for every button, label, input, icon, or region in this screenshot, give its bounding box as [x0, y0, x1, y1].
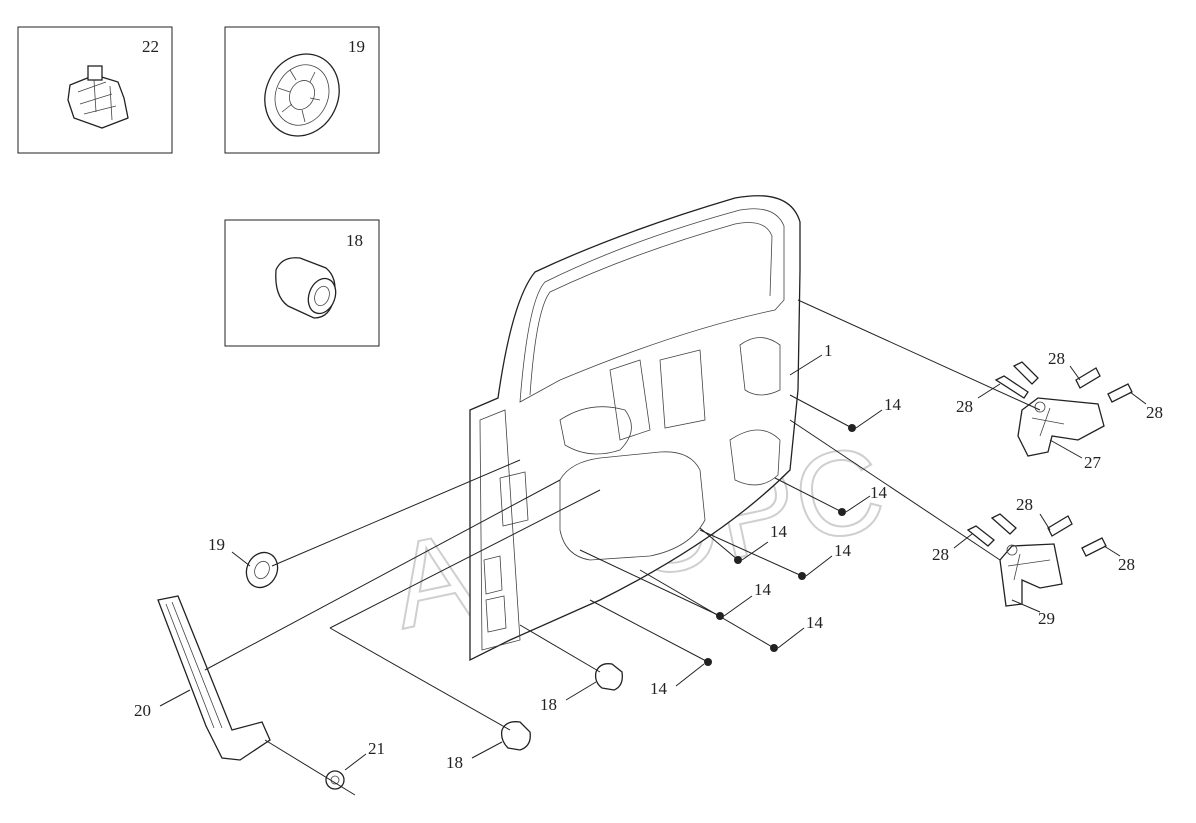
screw-l2-part: [990, 513, 1017, 535]
callout-screw-u2: 28: [1048, 349, 1065, 368]
upper-hinge-part: [1017, 397, 1105, 457]
callout-bolt-e: 14: [754, 580, 772, 599]
screw-u2-part: [1012, 361, 1039, 385]
callout-bumper-b: 18: [446, 753, 463, 772]
callout-hinge-lower: 29: [1038, 609, 1055, 628]
screw-l3-part: [1081, 537, 1107, 557]
glass-run-channel-part: [157, 595, 271, 761]
callout-screw-l3: 28: [1118, 555, 1135, 574]
screw-l1-part: [966, 525, 995, 547]
bumper-a-part: [594, 663, 623, 691]
callout-bumper-a: 18: [540, 695, 557, 714]
callout-bolt-a: 14: [884, 395, 902, 414]
screw-l4-part: [1047, 515, 1073, 537]
callout-nut: 21: [368, 739, 385, 758]
door-panel-part: [469, 195, 801, 662]
inset-label-clip: 22: [142, 37, 159, 56]
callouts: 1 14 14 14 14 14 14 14 27 29 28 28 28 28…: [134, 341, 1163, 772]
inset-box-bumper: 18: [224, 219, 380, 347]
bumper-b-part: [500, 721, 531, 751]
inset-label-grommet: 19: [348, 37, 365, 56]
bumper-part-icon: [275, 257, 337, 319]
callout-door-panel: 1: [824, 341, 833, 360]
lower-hinge-part: [999, 543, 1063, 607]
callout-bolt-f: 14: [806, 613, 824, 632]
assembly-lines: [204, 299, 1041, 796]
callout-screw-u1: 28: [956, 397, 973, 416]
inset-label-bumper: 18: [346, 231, 363, 250]
callout-glass-run: 20: [134, 701, 151, 720]
callout-grommet: 19: [208, 535, 225, 554]
inset-box-grommet: 19: [224, 26, 380, 154]
inset-box-clip: 22: [17, 26, 173, 154]
callout-bolt-d: 14: [834, 541, 852, 560]
grommet-part-icon: [264, 53, 340, 137]
callout-bolt-g: 14: [650, 679, 668, 698]
screw-u4-part: [1075, 367, 1101, 389]
callout-screw-l2: 28: [1016, 495, 1033, 514]
callout-screw-l1: 28: [932, 545, 949, 564]
screw-u1-part: [994, 375, 1029, 399]
nut-part: [325, 770, 345, 790]
screw-u3-part: [1107, 383, 1133, 403]
grommet-exploded-part: [245, 551, 279, 589]
callout-hinge-upper: 27: [1084, 453, 1102, 472]
clip-part-icon: [67, 65, 129, 129]
callout-screw-u3: 28: [1146, 403, 1163, 422]
callout-bolt-c: 14: [770, 522, 788, 541]
callout-bolt-b: 14: [870, 483, 888, 502]
